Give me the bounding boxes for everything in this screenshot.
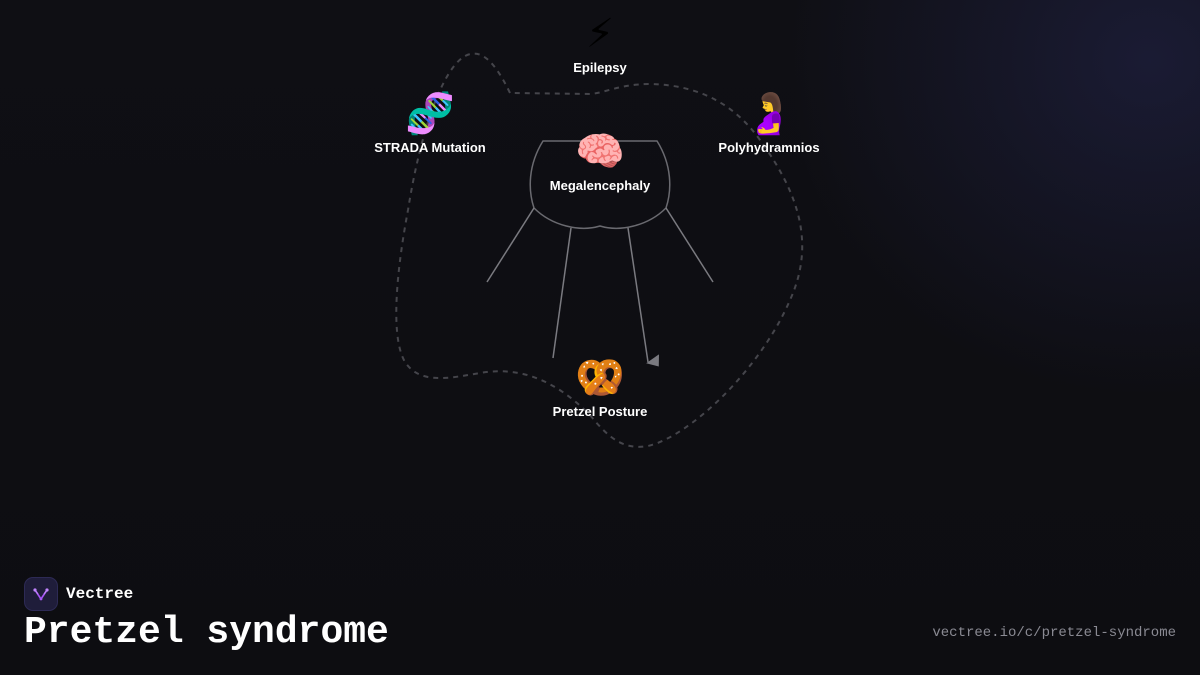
pretzel-icon: 🥨: [575, 355, 625, 401]
lightning-icon: ⚡: [585, 11, 615, 57]
vectree-logo-icon: [24, 577, 58, 611]
central-cluster-outline: [529, 140, 671, 229]
node-label: Pretzel Posture: [552, 404, 648, 419]
cluster-outline: [395, 52, 804, 448]
node-label: Megalencephaly: [549, 178, 651, 193]
edge-right-outer: [665, 207, 714, 283]
edge-left-outer: [486, 207, 535, 283]
node-label: Epilepsy: [573, 60, 627, 75]
edge-to-pretzel: [627, 227, 659, 367]
node-megalencephaly[interactable]: 🧠 Megalencephaly: [500, 128, 700, 194]
node-label: STRADA Mutation: [374, 140, 486, 155]
page-url-link[interactable]: vectree.io/c/pretzel-syndrome: [932, 625, 1176, 641]
node-strada-mutation[interactable]: 🧬 STRADA Mutation: [330, 90, 530, 156]
node-pretzel-posture[interactable]: 🥨 Pretzel Posture: [500, 354, 700, 420]
brain-icon: 🧠: [575, 129, 625, 175]
dna-icon: 🧬: [405, 91, 455, 137]
edge-left-inner: [552, 227, 572, 359]
node-label: Polyhydramnios: [718, 140, 820, 155]
brand-name: Vectree: [66, 585, 134, 603]
node-epilepsy[interactable]: ⚡ Epilepsy: [500, 10, 700, 76]
pregnant-person-icon: 🤰: [744, 91, 794, 137]
brand[interactable]: Vectree: [24, 577, 133, 611]
node-polyhydramnios[interactable]: 🤰 Polyhydramnios: [669, 90, 869, 156]
page-title: Pretzel syndrome: [24, 611, 389, 654]
